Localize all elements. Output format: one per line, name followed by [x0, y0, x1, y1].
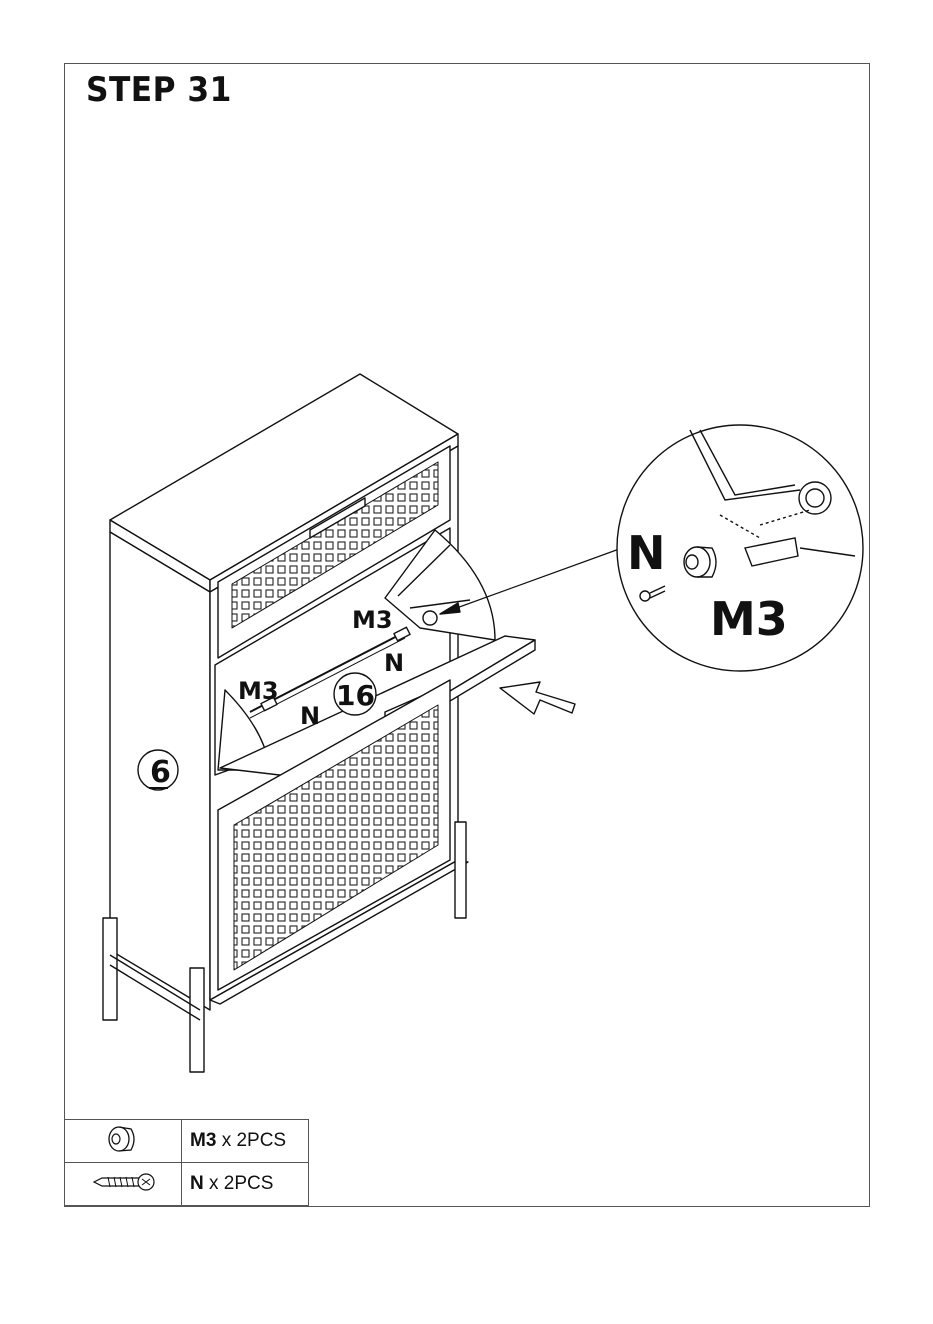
table-row: N x 2PCS: [65, 1163, 309, 1206]
m3-lower-label: M3: [238, 677, 279, 705]
detail-m3-label: M3: [710, 592, 788, 646]
part-code: N: [190, 1173, 204, 1194]
part-qty-cell: M3 x 2PCS: [182, 1120, 309, 1163]
m3-upper-label: M3: [352, 606, 393, 634]
screw-icon: [88, 1167, 158, 1197]
part-qty: x 2PCS: [209, 1173, 273, 1194]
parts-table: M3 x 2PCS N x 2PCS: [64, 1119, 309, 1206]
screw-drawing: [640, 591, 650, 601]
n-lower-label: N: [300, 702, 320, 730]
part-qty-cell: N x 2PCS: [182, 1163, 309, 1206]
part-icon-cell: [65, 1163, 182, 1206]
panel-number-label: 6: [150, 755, 171, 790]
cam-lock-nut-icon: [103, 1121, 143, 1157]
door-number-label: 16: [336, 679, 375, 712]
detail-n-label: N: [627, 526, 666, 580]
cabinet-illustration: [103, 374, 622, 1072]
n-upper-label: N: [384, 649, 404, 677]
part-code: M3: [190, 1130, 216, 1151]
part-icon-cell: [65, 1120, 182, 1163]
cam-nut-drawing: [684, 547, 710, 577]
part-qty: x 2PCS: [222, 1130, 286, 1151]
table-row: M3 x 2PCS: [65, 1120, 309, 1163]
